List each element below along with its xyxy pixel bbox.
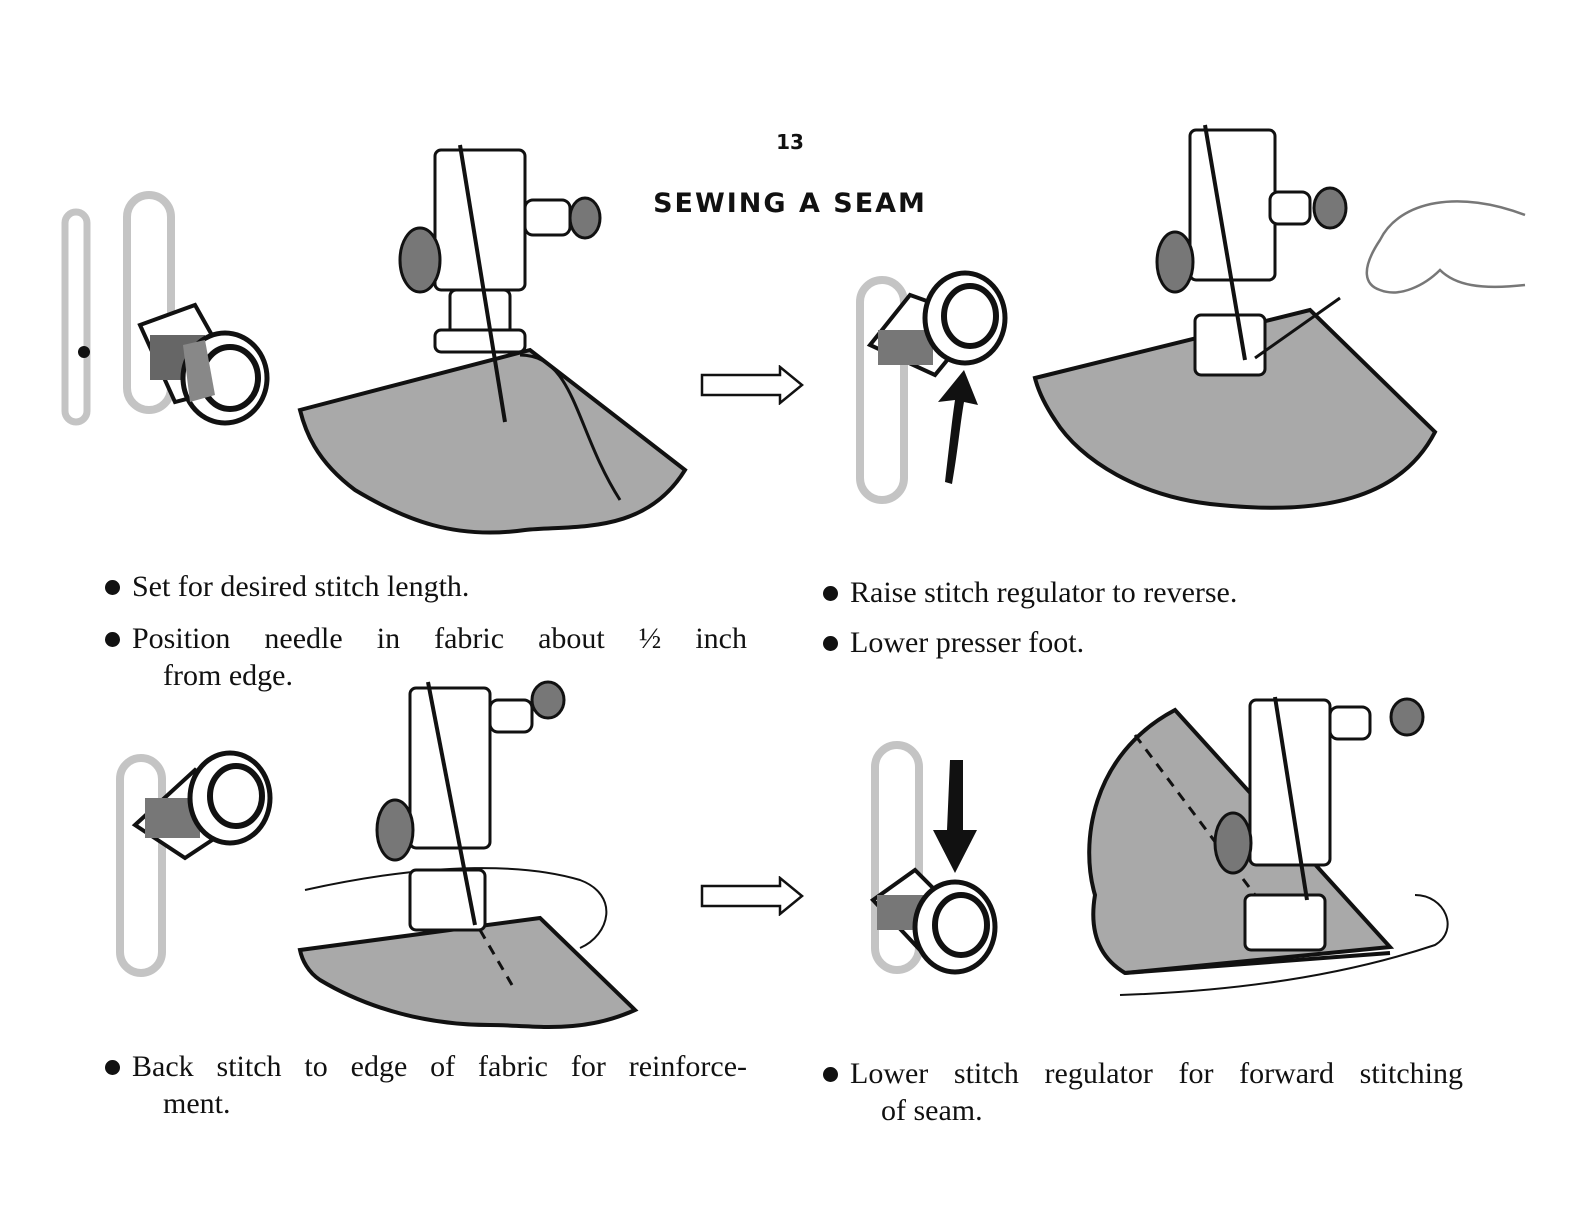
bullet-icon bbox=[823, 1067, 838, 1082]
caption-step-6: Lower stitch regulator for forward stitc… bbox=[823, 1055, 1463, 1129]
arrow-up-icon bbox=[938, 370, 978, 484]
bullet-icon bbox=[105, 580, 120, 595]
stitch-regulator-slot-icon bbox=[65, 195, 171, 422]
step-text: Back stitch to edge of fabric for reinfo… bbox=[132, 1048, 747, 1085]
bullet-icon bbox=[105, 632, 120, 647]
caption-step-5: Back stitch to edge of fabric for reinfo… bbox=[105, 1048, 747, 1122]
step-text: Lower stitch regulator for forward stitc… bbox=[850, 1055, 1463, 1092]
step-text: Set for desired stitch length. bbox=[132, 568, 469, 605]
figure-set-stitch-length bbox=[55, 140, 715, 550]
step-text: Raise stitch regulator to reverse. bbox=[850, 574, 1237, 611]
bullet-icon bbox=[823, 586, 838, 601]
stitch-regulator-knob-icon bbox=[870, 273, 1005, 375]
arrow-down-icon bbox=[933, 760, 977, 873]
figure-lower-regulator bbox=[855, 695, 1465, 1030]
bullet-icon bbox=[105, 1060, 120, 1075]
step-text-continued: from edge. bbox=[105, 657, 747, 694]
stitch-regulator-knob-icon bbox=[873, 870, 995, 972]
arrow-right-icon bbox=[700, 876, 805, 916]
stitch-regulator-slot-icon bbox=[120, 758, 162, 973]
caption-step-2: Position needle in fabric about ½ inch f… bbox=[105, 620, 747, 694]
step-text: Lower presser foot. bbox=[850, 624, 1084, 661]
page-number: 13 bbox=[770, 130, 810, 154]
figure-back-stitch bbox=[110, 680, 730, 1040]
arrow-right-icon bbox=[700, 365, 805, 405]
fabric-piece bbox=[300, 918, 635, 1027]
figure-raise-regulator bbox=[840, 120, 1535, 530]
step-text-continued: of seam. bbox=[823, 1092, 1463, 1129]
fabric-piece bbox=[300, 350, 685, 533]
hand-icon bbox=[1367, 201, 1525, 292]
presser-foot-icon bbox=[400, 150, 600, 352]
step-text-continued: ment. bbox=[105, 1085, 747, 1122]
step-text: Position needle in fabric about ½ inch bbox=[132, 620, 747, 657]
caption-step-1: Set for desired stitch length. bbox=[105, 568, 755, 605]
caption-step-4: Lower presser foot. bbox=[823, 624, 1463, 661]
presser-foot-icon bbox=[1215, 699, 1423, 950]
bullet-icon bbox=[823, 636, 838, 651]
caption-step-3: Raise stitch regulator to reverse. bbox=[823, 574, 1463, 611]
